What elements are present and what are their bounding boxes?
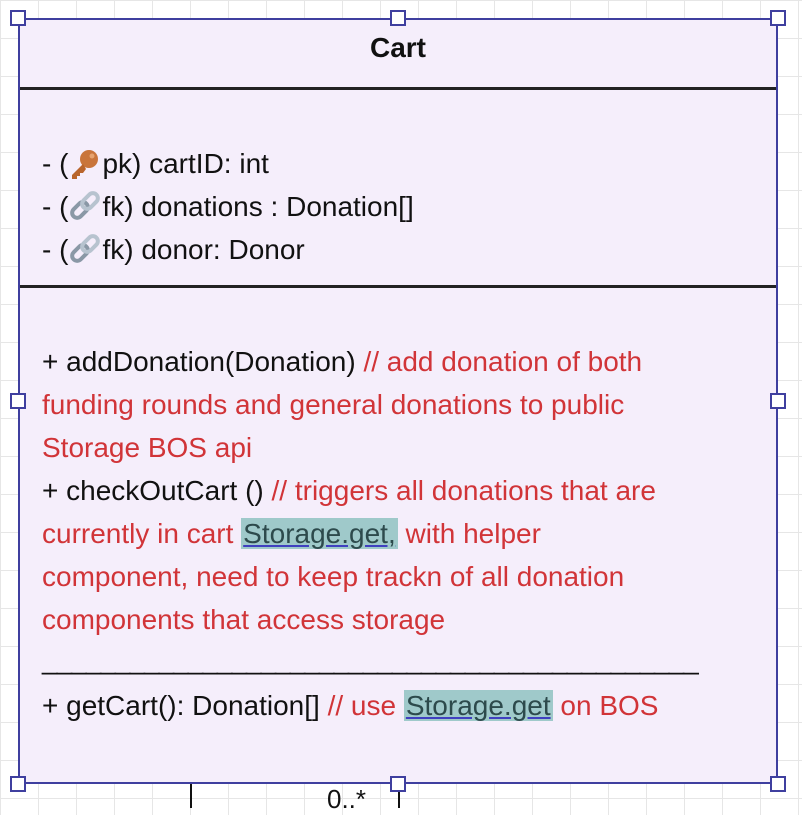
resize-handle-top-right[interactable] (770, 10, 786, 26)
attribute-row: - ( pk) cartID: int (42, 147, 269, 181)
resize-handle-top-center[interactable] (390, 10, 406, 26)
link-icon (68, 233, 102, 267)
key-icon (68, 147, 102, 181)
resize-handle-top-left[interactable] (10, 10, 26, 26)
association-line-right[interactable] (398, 790, 400, 808)
method-comment: funding rounds and general donations to … (42, 389, 625, 420)
association-line-left[interactable] (190, 784, 192, 808)
class-name: Cart (369, 32, 426, 63)
attribute-row: - ( fk) donor: Donor (42, 233, 305, 267)
attribute-divider (20, 285, 776, 288)
link-icon (68, 190, 102, 224)
resize-handle-middle-left[interactable] (10, 393, 26, 409)
storage-get-highlight[interactable]: Storage.get, (241, 518, 398, 549)
resize-handle-bottom-right[interactable] (770, 776, 786, 792)
uml-class-cart[interactable]: Cart - ( pk) cartID: int - ( fk) donatio… (18, 18, 778, 784)
method-comment: Storage BOS api (42, 432, 253, 463)
resize-handle-middle-right[interactable] (770, 393, 786, 409)
resize-handle-bottom-center[interactable] (390, 776, 406, 792)
method-get-cart: + getCart(): Donation[] // use Storage.g… (42, 690, 659, 721)
method-comment: component, need to keep trackn of all do… (42, 561, 625, 592)
storage-get-highlight[interactable]: Storage.get (403, 690, 553, 721)
name-divider (20, 87, 776, 90)
method-comment: currently in cart Storage.get, with help… (42, 518, 541, 549)
attribute-row: - ( fk) donations : Donation[] (42, 190, 414, 224)
multiplicity-label: 0..* (327, 784, 367, 814)
resize-handle-bottom-left[interactable] (10, 776, 26, 792)
method-add-donation: + addDonation(Donation) // add donation … (42, 346, 643, 377)
method-checkout-cart: + checkOutCart () // triggers all donati… (42, 475, 656, 506)
method-comment: components that access storage (42, 604, 446, 635)
method-separator: ________________________________________… (42, 644, 699, 675)
